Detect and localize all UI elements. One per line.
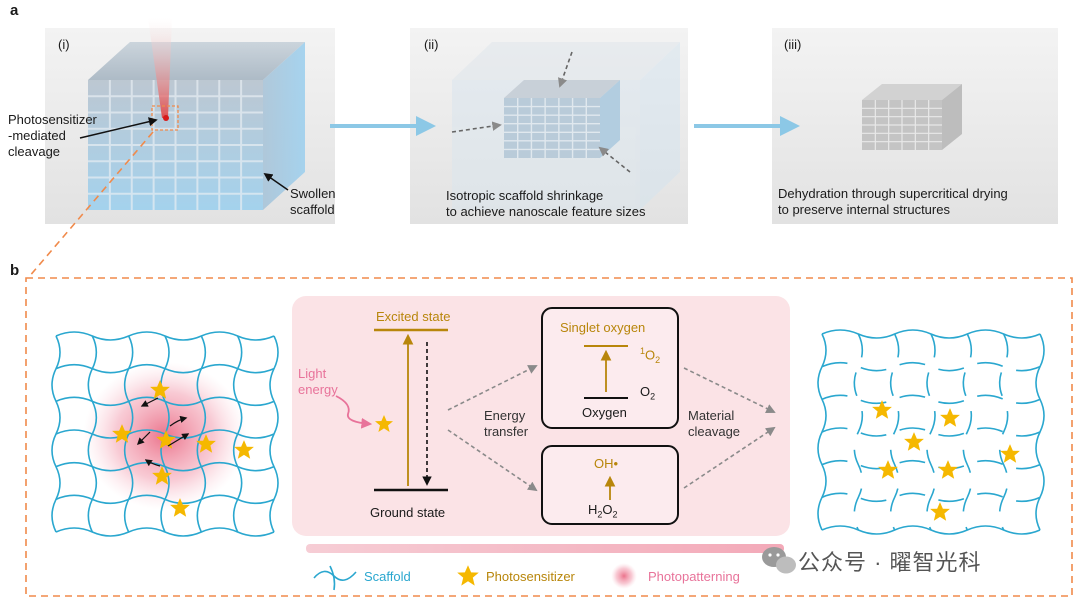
singlet-oxygen-label: Singlet oxygen — [560, 320, 646, 335]
panel-b-border — [25, 277, 1073, 597]
drying-caption: Dehydration through supercritical drying… — [778, 186, 1008, 217]
legend-photosensitizer-label: Photosensitizer — [486, 569, 575, 584]
zoom-connector — [27, 131, 154, 279]
scaffold-strand — [87, 335, 98, 533]
legend-photopatterning-label: Photopatterning — [648, 569, 740, 584]
shrinkage-caption: Isotropic scaffold shrinkage to achieve … — [446, 188, 646, 219]
scaffold-strand — [926, 333, 936, 531]
stage-3-label: (iii) — [784, 37, 802, 52]
legend-scaffold-icon — [313, 565, 357, 591]
cleavage-arrow-up — [683, 367, 776, 413]
scaffold-strand — [962, 333, 973, 531]
panel-a-letter: a — [10, 2, 19, 19]
scaffold-strand — [51, 335, 61, 533]
stage-1-label: (i) — [58, 37, 70, 52]
scaffold-strand — [817, 333, 827, 531]
scaffold-strand — [889, 333, 900, 531]
photosensitizer-pointer — [79, 117, 158, 139]
dried-scaffold-cube — [862, 84, 962, 150]
h2o2-label: H2O2 — [588, 502, 618, 520]
photosensitizer-star — [904, 432, 924, 451]
scaffold-strand — [853, 333, 864, 531]
legend-photopatterning-icon — [611, 563, 637, 589]
photosensitizer-stars-right — [872, 400, 1020, 521]
energy-transfer-label: Energy transfer — [484, 408, 529, 439]
hydroxyl-radical-label: OH• — [594, 456, 619, 471]
legend-star-icon — [457, 565, 479, 586]
photosensitizer-star — [938, 460, 958, 479]
photopatterning-gradient-bar — [306, 544, 784, 553]
cleavage-arrows — [136, 397, 190, 467]
singlet-oxygen-box — [541, 307, 679, 429]
scaffold-strand — [232, 335, 243, 533]
oxygen-label: Oxygen — [582, 405, 627, 420]
energy-transfer-arrow-up — [447, 365, 538, 411]
energy-transfer-arrow-down — [447, 429, 538, 492]
shrink-arrow-top — [558, 51, 573, 88]
light-energy-arrow — [335, 395, 373, 429]
singlet-oxygen-symbol: 1O2 — [640, 346, 661, 365]
scaffold-strand — [821, 361, 1041, 372]
material-cleavage-label: Material cleavage — [688, 408, 741, 439]
scaffold-strand — [1035, 333, 1045, 531]
ground-state-label: Ground state — [370, 505, 446, 520]
swollen-pointer — [263, 172, 289, 191]
watermark-text: 公众号 · 曜智光科 — [798, 550, 982, 575]
scaffold-strand — [821, 394, 1041, 405]
scaffold-strand — [998, 333, 1009, 531]
photosensitizer-cleavage-label: Photosensitizer -mediated cleavage — [8, 112, 97, 159]
o2-symbol: O2 — [640, 384, 656, 402]
scaffold-strand — [269, 335, 279, 533]
legend-scaffold-label: Scaffold — [364, 569, 411, 584]
photosensitizer-star — [1000, 444, 1020, 463]
focus-spot — [163, 115, 169, 121]
excited-state-label: Excited state — [376, 309, 451, 324]
scaffold-strand — [196, 335, 207, 533]
swollen-scaffold-cube — [88, 42, 305, 210]
stage-2-label: (ii) — [424, 37, 439, 52]
light-energy-label: Light energy — [298, 366, 338, 397]
photosensitizer-star — [878, 460, 898, 479]
shrunk-scaffold-cube — [504, 80, 620, 158]
intact-scaffold-network — [51, 331, 279, 537]
swollen-scaffold-label: Swollen scaffold — [290, 186, 336, 217]
scaffold-strand — [123, 335, 134, 533]
cleaved-scaffold-network — [817, 329, 1045, 535]
shrink-arrow-left — [451, 121, 502, 133]
photosensitizer-star — [930, 502, 950, 521]
photosensitizer-star — [940, 408, 960, 427]
panel-b-letter: b — [10, 262, 20, 279]
laser-beam — [148, 18, 172, 118]
wechat-icon — [762, 547, 796, 574]
